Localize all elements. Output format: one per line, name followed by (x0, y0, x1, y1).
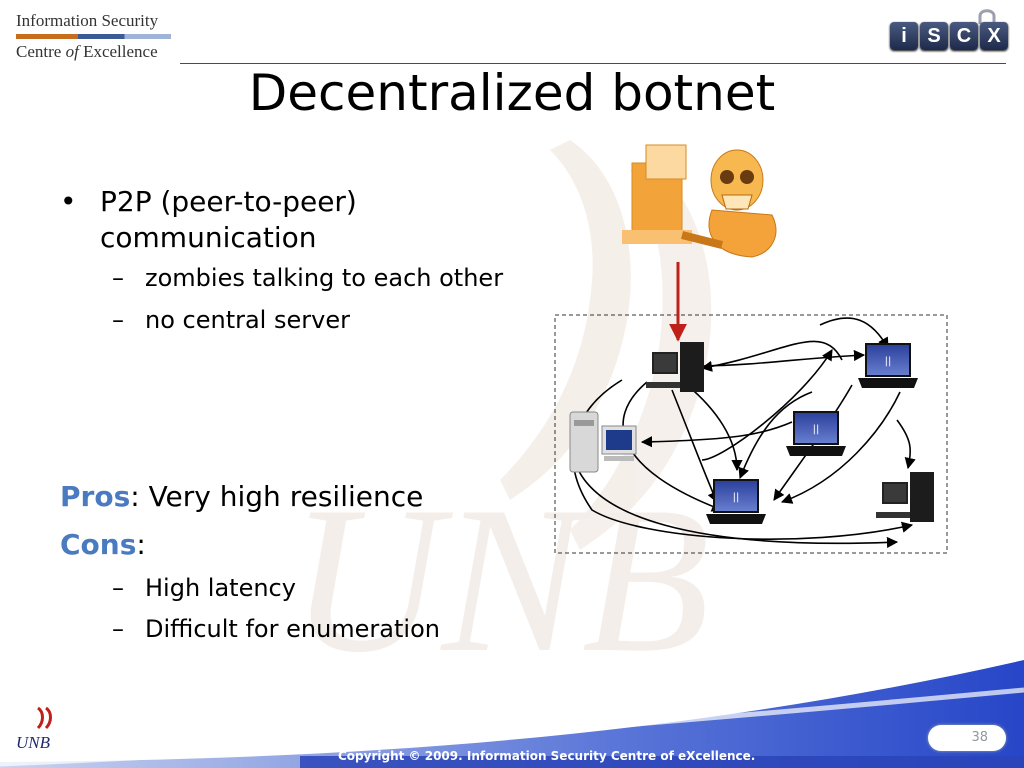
logo-tile-s: S (920, 22, 948, 50)
unb-emblem-icon (36, 706, 52, 730)
cons-item-latency: – High latency (60, 572, 565, 604)
dash-mark: – (112, 264, 124, 292)
laptop-icon: || (786, 411, 846, 456)
bullet-text: P2P (peer-to-peer) communication (100, 185, 357, 254)
footer-swoosh (0, 660, 1024, 768)
logo-tile-x: X (980, 22, 1008, 50)
logo-line-2: Centre of Excellence (16, 42, 158, 61)
unb-logo: UNB (16, 706, 66, 760)
bullet-p2p: • P2P (peer-to-peer) communication (60, 184, 530, 256)
sub-bullet-text: no central server (145, 306, 350, 334)
desktop-pc-icon (646, 342, 704, 392)
bullet-mark: • (60, 185, 77, 218)
cons-item-enumeration: – Difficult for enumeration (60, 613, 565, 645)
tower-pc-icon (569, 411, 637, 473)
logo-line-1: Information Security (16, 11, 159, 30)
pros-text: : Very high resilience (130, 480, 424, 513)
svg-text:||: || (813, 424, 820, 435)
cons-item-text: High latency (145, 574, 296, 602)
unb-text: UNB (16, 733, 50, 752)
sub-bullet-text: zombies talking to each other (145, 264, 504, 292)
svg-text:||: || (733, 492, 740, 503)
isce-logo: Information Security Centre of Excellenc… (16, 10, 176, 63)
dash-mark: – (112, 615, 124, 643)
page-number: 38 (928, 725, 1006, 751)
sub-bullet-zombies: – zombies talking to each other (60, 262, 530, 294)
bullet-list: • P2P (peer-to-peer) communication – zom… (60, 184, 530, 336)
dash-mark: – (112, 306, 124, 334)
sub-bullet-no-server: – no central server (60, 304, 530, 336)
svg-text:||: || (885, 356, 892, 367)
logo-tile-i: i (890, 22, 918, 50)
network-boundary (554, 314, 948, 554)
pros-label: Pros (60, 480, 131, 513)
cons-item-text: Difficult for enumeration (145, 615, 440, 643)
cons-label: Cons (60, 528, 137, 561)
slide-title: Decentralized botnet (248, 64, 776, 122)
logo-tile-c: C (950, 22, 978, 50)
copyright-text: Copyright © 2009. Information Security C… (338, 749, 756, 763)
attacker-icon (622, 144, 777, 258)
p2p-network-diagram: || || || (554, 144, 948, 554)
iscx-logo: i S C X (890, 8, 1008, 54)
pros-line: Pros: Very high resilience (60, 479, 520, 515)
laptop-icon: || (706, 479, 766, 524)
header-rule (180, 63, 1006, 64)
desktop-pc-icon (876, 472, 934, 522)
laptop-icon: || (858, 343, 918, 388)
padlock-icon (978, 9, 996, 24)
logo-color-bar (16, 34, 171, 39)
cons-line: Cons: (60, 527, 520, 563)
dash-mark: – (112, 574, 124, 602)
cons-text: : (136, 528, 146, 561)
